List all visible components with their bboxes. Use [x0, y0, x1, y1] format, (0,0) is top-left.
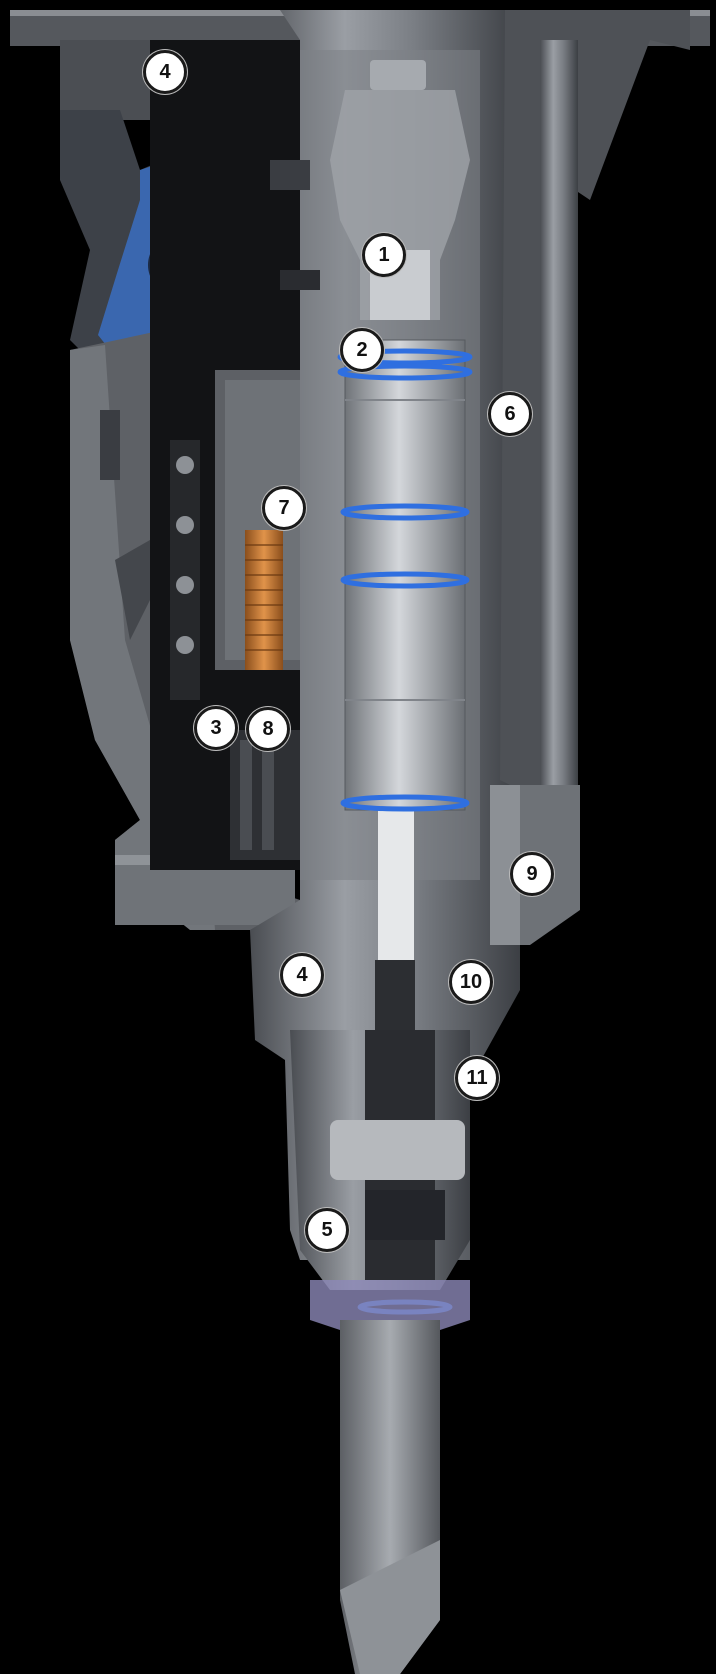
callout-8: 8	[246, 707, 290, 751]
chisel-tool	[340, 1320, 440, 1674]
callout-2: 2	[340, 328, 384, 372]
callout-4-top: 4	[143, 50, 187, 94]
seal-ring	[340, 571, 470, 589]
callout-4-lower: 4	[280, 953, 324, 997]
callout-1: 1	[362, 233, 406, 277]
seal-ring	[340, 794, 470, 812]
callout-7: 7	[262, 486, 306, 530]
seal-ring	[337, 348, 473, 366]
side-housing	[490, 10, 690, 945]
callout-3: 3	[194, 706, 238, 750]
seal-ring	[340, 503, 470, 521]
front-head	[290, 1030, 470, 1330]
callout-9: 9	[510, 852, 554, 896]
callout-11: 11	[455, 1056, 499, 1100]
callout-6: 6	[488, 392, 532, 436]
callout-10: 10	[449, 960, 493, 1004]
callout-5: 5	[305, 1208, 349, 1252]
seal-ring	[337, 363, 473, 381]
